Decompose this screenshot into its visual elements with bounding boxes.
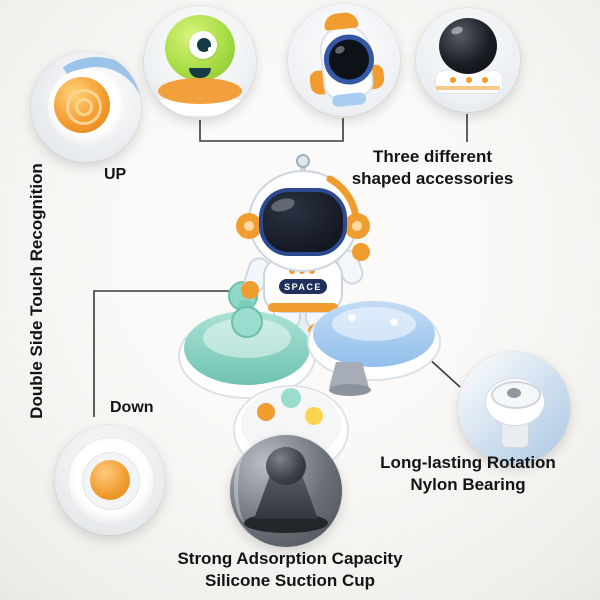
callout-line-updown (93, 290, 232, 417)
alien-eye (189, 31, 217, 59)
helmet-dot-2 (466, 77, 472, 83)
bearing-center-hole (507, 388, 521, 398)
down-button-photo (55, 425, 165, 535)
helmet-glint (450, 25, 464, 36)
down-label: Down (110, 399, 154, 416)
up-button-photo (31, 52, 141, 162)
astronaut-belt (268, 303, 338, 312)
up-swirl-ring-inner (75, 98, 93, 116)
nylon-bearing-photo (458, 352, 570, 464)
suction-cup-knob (266, 447, 306, 485)
suction-photo-highlight (234, 453, 260, 523)
bottom-spinner-dot-teal (281, 388, 301, 408)
astronaut-figure: SPACE (228, 154, 370, 337)
helmet-accessory-photo (416, 8, 520, 112)
astronaut-left-hand (241, 281, 259, 299)
alien-accessory-photo (144, 6, 256, 118)
bottom-spinner-dot-yellow (305, 407, 323, 425)
callout-line-accessories-left (199, 118, 344, 142)
blue-spinner-dot-1 (348, 314, 356, 322)
up-orange-swirl-button (54, 77, 110, 133)
helmet-foot (444, 93, 492, 103)
astronaut-right-hand (352, 243, 370, 261)
helmet-base-band (436, 86, 500, 90)
bottom-spinner-dot-orange (257, 403, 275, 421)
suction-cup-photo (230, 435, 342, 547)
helmet-right-ear-center (352, 221, 362, 231)
teal-spinner-dome (184, 311, 310, 385)
rocket-window-glint (333, 44, 346, 56)
up-label: UP (104, 166, 127, 183)
alien-pupil (197, 38, 212, 52)
accessories-label: Three different shaped accessories (351, 147, 514, 188)
antenna-ball (296, 154, 310, 168)
alien-eye-glint (208, 47, 212, 51)
teal-spinner-knob (231, 306, 263, 338)
visor-glint (271, 198, 295, 212)
helmet-dot-3 (482, 77, 488, 83)
rocket-accessory-photo (288, 4, 400, 116)
helmet-dark-sphere (439, 18, 497, 74)
blue-spinner-highlight (332, 307, 416, 341)
rocket-figure (288, 4, 400, 116)
alien-head (165, 15, 235, 81)
rocket-base (331, 91, 367, 108)
helmet-dot-1 (450, 77, 456, 83)
down-orange-button (90, 460, 130, 500)
alien-base-orange (158, 78, 242, 104)
toy-chest-label: SPACE (284, 282, 322, 292)
bearing-label: Long-lasting Rotation Nylon Bearing (380, 453, 556, 494)
chest-panel (279, 279, 327, 294)
helmet-left-ear-center (244, 221, 254, 231)
astronaut-spinner-toy: SPACE (178, 154, 441, 475)
blue-spinner-dot-2 (390, 318, 398, 326)
up-swirl-ring-outer (66, 89, 102, 125)
astronaut-visor (259, 188, 347, 256)
toy-suction-cup-rim (329, 384, 371, 396)
toy-suction-cup-stem (329, 362, 369, 388)
suction-label: Strong Adsorption Capacity Silicone Suct… (177, 549, 403, 590)
helmet-orange-band (326, 175, 359, 216)
alien-mouth (189, 68, 211, 78)
double-side-touch-label: Double Side Touch Recognition (27, 163, 46, 419)
